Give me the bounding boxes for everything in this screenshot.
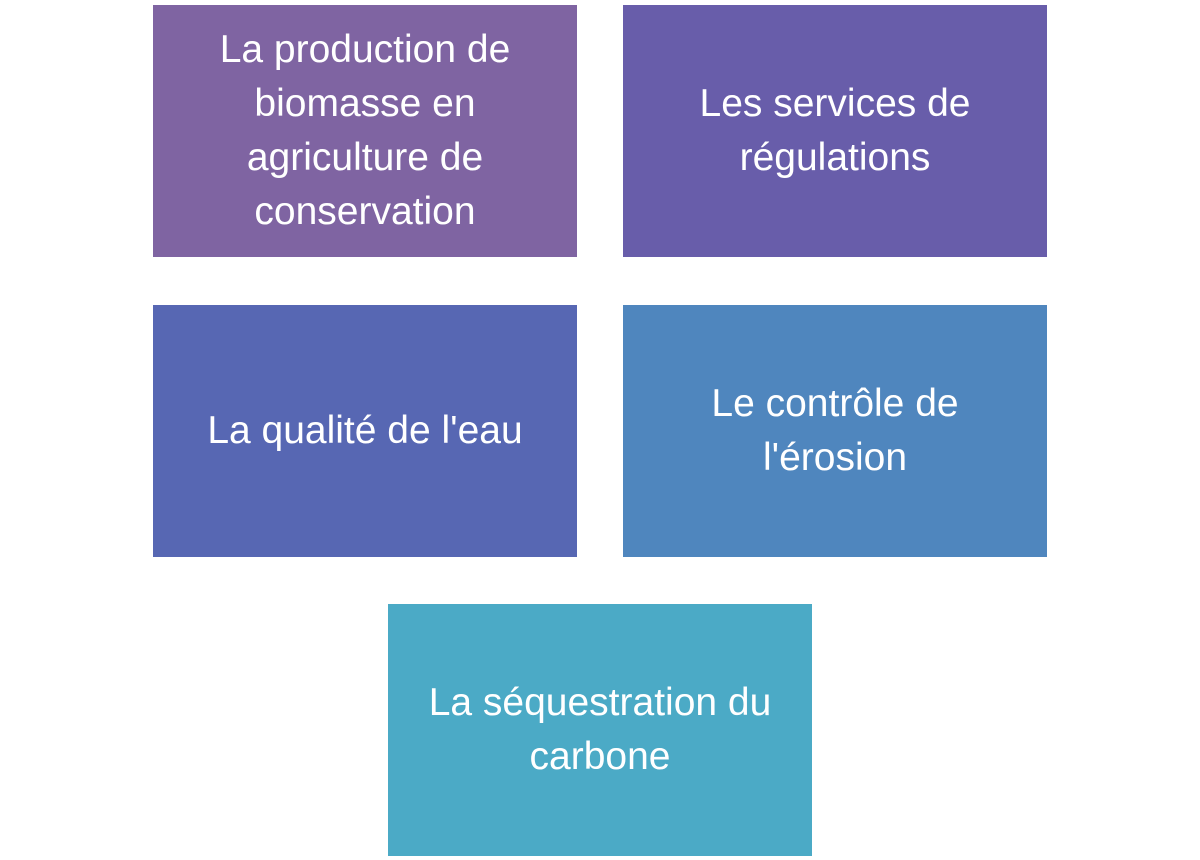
box-label: La séquestration du carbone (428, 681, 772, 778)
box-biomass-production: La production de biomasse en agriculture… (153, 5, 577, 257)
box-water-quality: La qualité de l'eau (153, 305, 577, 557)
box-carbon-sequestration: La séquestration du carbone (388, 604, 812, 856)
box-label: Les services de régulations (699, 82, 971, 179)
box-label: Le contrôle de l'érosion (711, 382, 959, 479)
box-label: La production de biomasse en agriculture… (219, 28, 511, 233)
box-erosion-control: Le contrôle de l'érosion (623, 305, 1047, 557)
box-label: La qualité de l'eau (207, 409, 523, 452)
box-regulation-services: Les services de régulations (623, 5, 1047, 257)
